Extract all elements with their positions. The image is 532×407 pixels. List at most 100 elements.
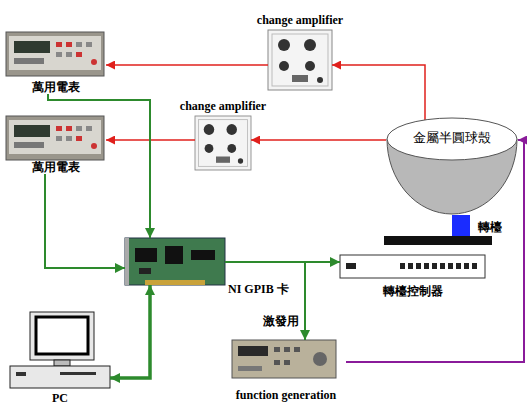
meter-button — [66, 52, 72, 57]
node-label: 轉檯控制器 — [383, 284, 443, 298]
card-board — [125, 238, 225, 285]
generator-node: function generation — [226, 340, 346, 402]
amp-knob — [278, 39, 290, 51]
amp-case — [268, 30, 332, 90]
meter-button — [56, 52, 62, 57]
controller-node: 轉檯控制器 — [340, 255, 485, 298]
signal-line — [110, 285, 150, 378]
signal-line — [251, 139, 386, 141]
meter-button — [56, 126, 62, 131]
amplifier-node: change amplifier — [195, 116, 251, 170]
meter-panel — [9, 36, 101, 70]
amp-knob — [279, 61, 289, 71]
controller-button — [440, 263, 445, 269]
edge-label: 激發用 — [262, 314, 300, 328]
pc-node: PC — [10, 312, 110, 405]
generator-display — [238, 346, 268, 356]
gpib-card-picture — [125, 238, 225, 285]
amp-knob — [227, 124, 238, 135]
card-chip — [135, 248, 157, 262]
card-bracket — [125, 238, 129, 285]
controller-button — [424, 263, 429, 269]
gpib-card-node: NI GPIB 卡 — [125, 238, 225, 285]
amp-case — [195, 116, 251, 170]
card-chip — [165, 246, 183, 264]
amp-switch — [216, 157, 230, 163]
pc-monitor — [30, 312, 94, 360]
generator-button — [294, 347, 300, 352]
signal-line — [225, 262, 305, 340]
amp-knob — [205, 144, 214, 153]
amp-panel — [272, 34, 328, 86]
signal-line — [346, 140, 524, 362]
meter-button — [76, 52, 82, 57]
amplifier-picture — [195, 116, 251, 170]
meter-button — [56, 136, 62, 141]
pc-drive — [60, 372, 96, 375]
turntable-shaft — [452, 215, 470, 236]
meter-case — [6, 116, 104, 160]
node-label: 萬用電表 — [32, 80, 80, 94]
meter-button — [66, 126, 72, 131]
controller-case — [340, 255, 485, 278]
node-label: 金屬半圓球殼 — [413, 131, 491, 145]
node-label: change amplifier — [257, 13, 343, 27]
generator-button — [284, 347, 290, 352]
controller-button — [432, 263, 437, 269]
amp-switch — [292, 75, 308, 82]
controller-button — [416, 263, 421, 269]
amp-panel — [199, 120, 248, 167]
signal-line — [45, 174, 125, 268]
meter-panel — [9, 120, 101, 154]
meter-button — [66, 42, 72, 47]
meter-button — [76, 136, 82, 141]
controller-button — [472, 263, 477, 269]
meter-button — [76, 126, 82, 131]
function-generator-picture — [232, 340, 336, 378]
meter-jack — [91, 143, 97, 149]
meter-button — [76, 42, 82, 47]
card-chip — [139, 268, 151, 274]
node-label: PC — [52, 391, 68, 405]
shell-rim — [387, 118, 517, 160]
controller-button — [408, 263, 413, 269]
amp-knob — [204, 124, 215, 135]
generator-case — [232, 340, 336, 378]
meter-case — [6, 32, 104, 76]
node-label: 萬用電表 — [32, 160, 80, 174]
pc-picture — [10, 312, 110, 388]
part-label: 轉檯 — [477, 220, 503, 234]
meter-button — [14, 58, 44, 64]
meter-button — [14, 142, 44, 148]
multimeter-node: 萬用電表 — [6, 32, 106, 94]
meter-button — [56, 42, 62, 47]
multimeter-node: 萬用電表 — [6, 112, 106, 174]
meter-button — [86, 126, 92, 131]
amp-knob — [238, 158, 243, 163]
generator-knob — [313, 352, 327, 366]
controller-button — [464, 263, 469, 269]
pc-case — [10, 366, 110, 388]
meter-jack — [91, 59, 97, 65]
generator-button — [284, 360, 290, 365]
meter-button — [86, 42, 92, 47]
card-chip — [191, 250, 215, 260]
signal-line — [106, 64, 268, 66]
generator-button — [274, 347, 280, 352]
amp-knob — [304, 39, 316, 51]
node-label: function generation — [236, 388, 336, 402]
controller-display — [346, 263, 356, 269]
turntable-base — [384, 236, 492, 245]
amp-knob — [305, 61, 315, 71]
amp-knob — [227, 144, 236, 153]
pc-switch — [16, 372, 26, 376]
meter-button — [66, 136, 72, 141]
pc-screen — [36, 317, 88, 354]
amplifier-picture — [268, 30, 332, 90]
signal-line — [332, 65, 425, 120]
hemisphere-shell: 金屬半圓球殼 — [386, 117, 518, 215]
node-label: change amplifier — [180, 99, 266, 113]
generator-button — [274, 360, 280, 365]
controller-button — [400, 263, 405, 269]
controller-picture — [340, 255, 485, 278]
